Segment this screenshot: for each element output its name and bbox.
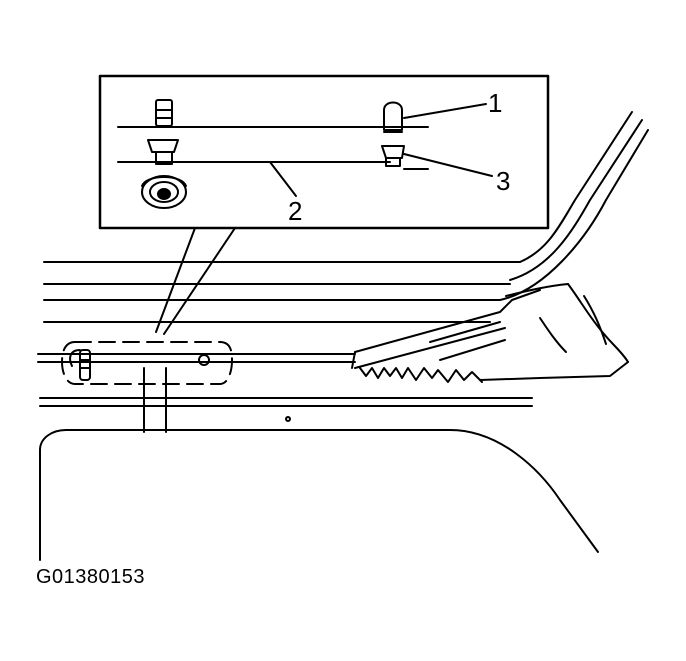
pillar [143,367,167,433]
callout-2: 2 [288,196,302,226]
window-frame-curve [499,111,649,301]
cloth-cover [479,283,629,381]
detail-clip-assembly [141,99,187,209]
detail-clip-right [381,101,405,167]
detail-inset-box [98,74,550,230]
detail-leader [155,227,236,335]
figure-code: G01380153 [36,566,146,588]
detail-panel-lines [117,126,429,170]
molding-clip-left [69,349,91,381]
callout-1: 1 [488,88,502,118]
callout-leaders [269,103,493,197]
callout-3: 3 [496,166,510,196]
molding-strip [351,289,541,383]
panel-mark [285,416,291,422]
clip-hole-right [198,354,210,366]
window-opening-outline [39,429,599,561]
detail-selection-outline [61,341,233,385]
